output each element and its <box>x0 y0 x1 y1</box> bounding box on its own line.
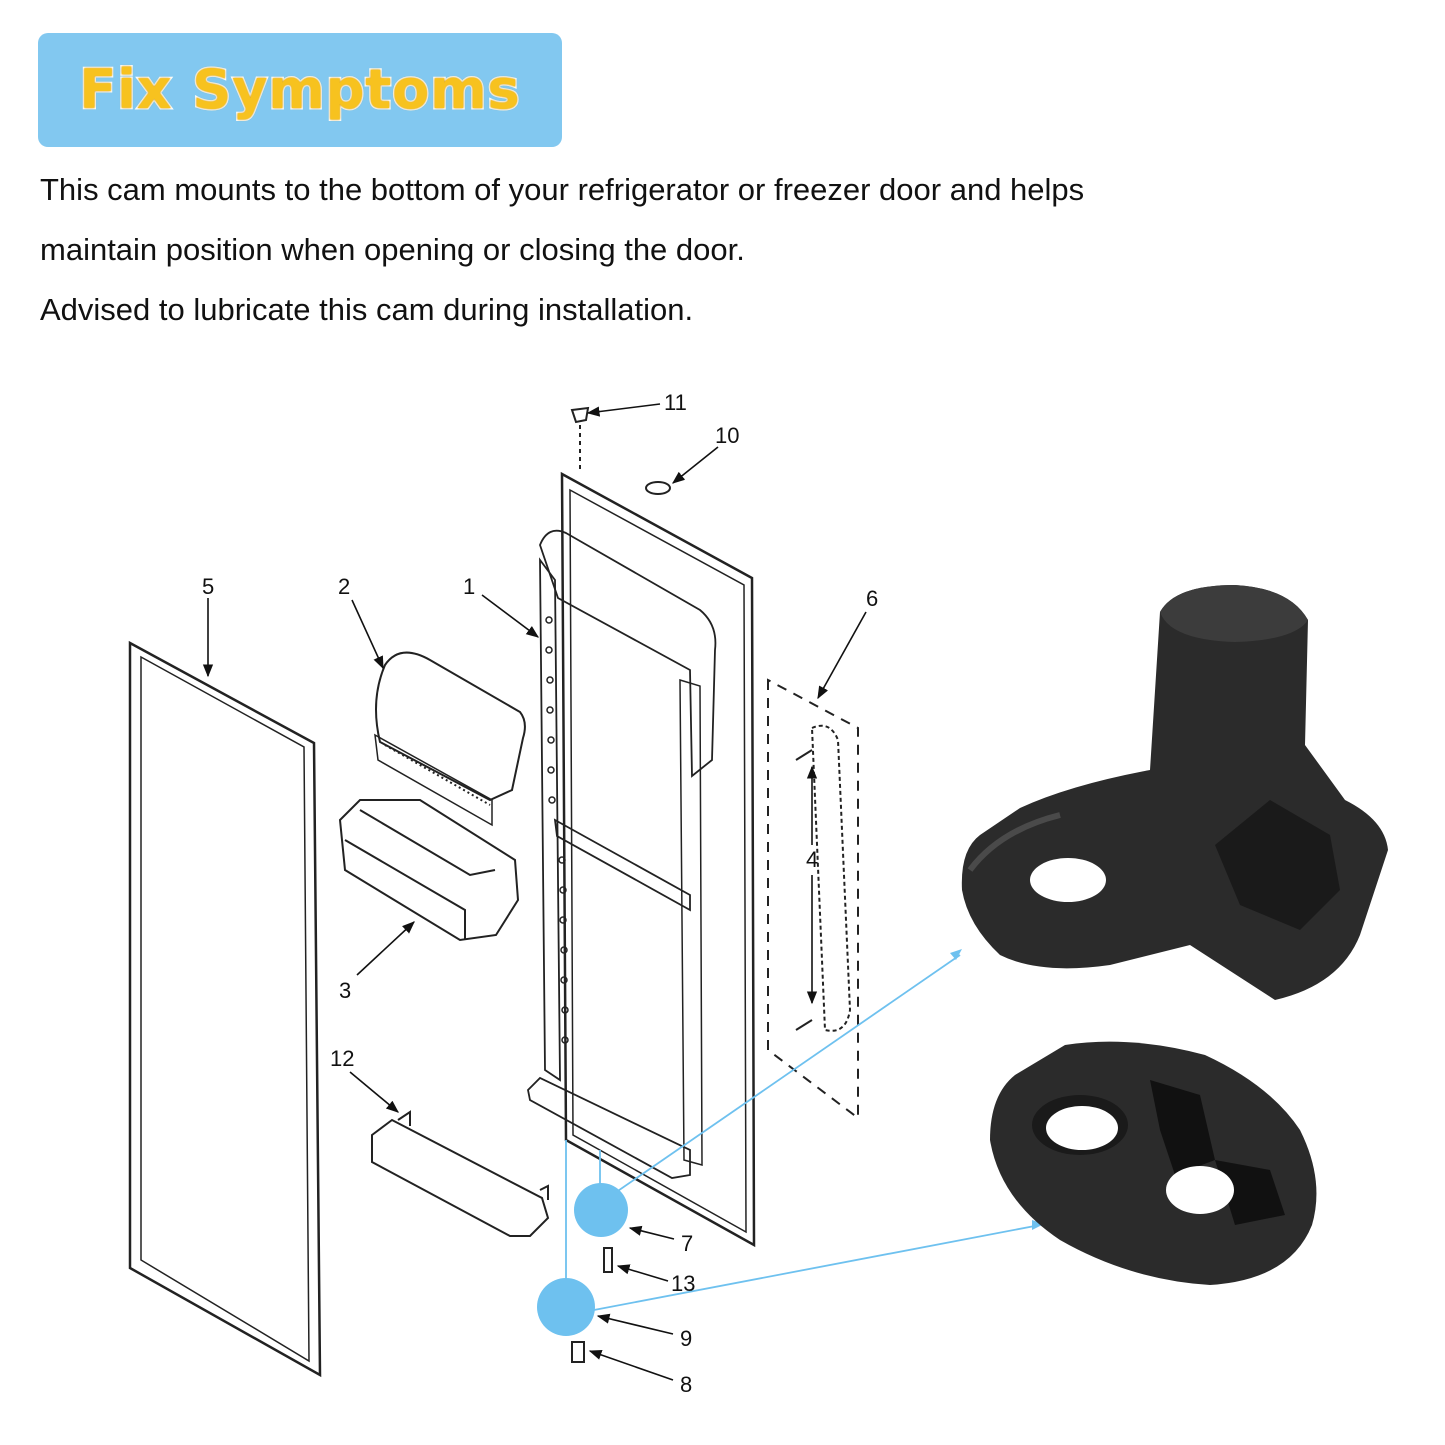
door-cam-photo-icon <box>961 585 1388 1000</box>
description-line-1: This cam mounts to the bottom of your re… <box>40 172 1085 207</box>
door-bin-large <box>338 799 520 942</box>
callout-11: 11 <box>664 390 687 415</box>
callout-6: 6 <box>866 586 878 611</box>
header-title: Fix Symptoms <box>78 57 521 123</box>
connector-arrowhead-2 <box>1032 1220 1044 1230</box>
handle-assembly <box>767 678 859 1121</box>
callout-7: 7 <box>681 1231 693 1256</box>
callout-1: 1 <box>463 574 475 599</box>
callout-5: 5 <box>202 574 214 599</box>
connector-arrowhead-1 <box>950 949 962 960</box>
door-liner-holes <box>545 616 569 1044</box>
callout-2: 2 <box>338 574 350 599</box>
cam-connector-lines <box>565 954 1041 1311</box>
door-cam-base-photo-icon <box>990 1041 1317 1285</box>
dairy-compartment <box>374 651 526 827</box>
callout-13: 13 <box>671 1271 695 1296</box>
header-banner: Fix Symptoms <box>38 33 562 147</box>
description-line-3: Advised to lubricate this cam during ins… <box>40 292 694 327</box>
door-gasket <box>128 640 322 1378</box>
door-bin-small <box>371 1110 550 1237</box>
door-liner <box>527 471 756 1248</box>
callout-10: 10 <box>715 423 739 448</box>
callout-8: 8 <box>680 1372 692 1397</box>
callout-3: 3 <box>339 978 351 1003</box>
cam-base-highlight-circle <box>537 1278 595 1336</box>
callout-9: 9 <box>680 1326 692 1351</box>
callout-leaders <box>202 403 867 1381</box>
callout-4: 4 <box>806 847 818 872</box>
hardware-parts <box>570 406 671 1363</box>
cam-highlight-circle <box>574 1183 628 1237</box>
description-line-2: maintain position when opening or closin… <box>40 232 745 267</box>
callout-12: 12 <box>330 1046 354 1071</box>
